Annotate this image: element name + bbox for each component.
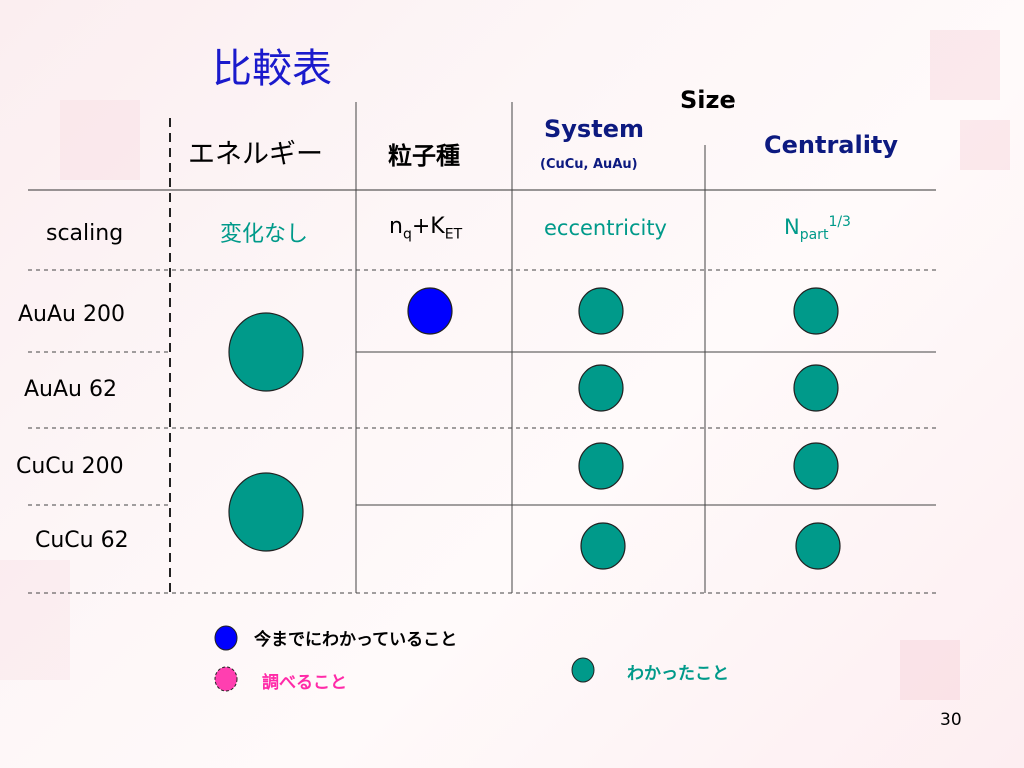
particle-scaling-value: nq+KET <box>389 214 463 243</box>
circle-centrality-auau62 <box>793 364 839 412</box>
centrality-header: Centrality <box>764 131 899 159</box>
legend-known-text: 今までにわかっていること <box>254 630 458 650</box>
particle-header: 粒子種 <box>388 142 460 170</box>
circle-centrality-cucu62 <box>795 522 841 570</box>
legend-investigate-marker <box>214 666 238 692</box>
circle-energy-auau <box>228 312 304 392</box>
row-label-cucu200: CuCu 200 <box>16 454 124 479</box>
legend-investigate-text: 調べること <box>262 673 347 693</box>
circle-centrality-cucu200 <box>793 442 839 490</box>
page-number: 30 <box>940 710 962 730</box>
legend-known-marker <box>214 625 238 651</box>
circle-particle-auau200 <box>407 287 453 335</box>
system-scaling-value: eccentricity <box>544 216 667 240</box>
scaling-label: scaling <box>46 221 124 246</box>
legend-found-marker <box>571 657 595 683</box>
circle-system-cucu62 <box>580 522 626 570</box>
energy-header: エネルギー <box>188 139 323 170</box>
slide-title: 比較表 <box>212 46 332 92</box>
circle-system-auau200 <box>578 287 624 335</box>
row-label-cucu62: CuCu 62 <box>35 528 129 553</box>
system-header: System <box>544 115 644 143</box>
centrality-scaling-value: Npart1/3 <box>784 214 851 244</box>
energy-scaling-value: 変化なし <box>220 222 309 247</box>
size-header: Size <box>680 86 736 114</box>
circle-energy-cucu <box>228 472 304 552</box>
system-subheader: (CuCu, AuAu) <box>540 157 638 172</box>
legend-found-text: わかったこと <box>627 664 729 684</box>
row-label-auau200: AuAu 200 <box>18 302 125 327</box>
circle-system-cucu200 <box>578 442 624 490</box>
circle-system-auau62 <box>578 364 624 412</box>
circle-centrality-auau200 <box>793 287 839 335</box>
row-label-auau62: AuAu 62 <box>24 377 117 402</box>
